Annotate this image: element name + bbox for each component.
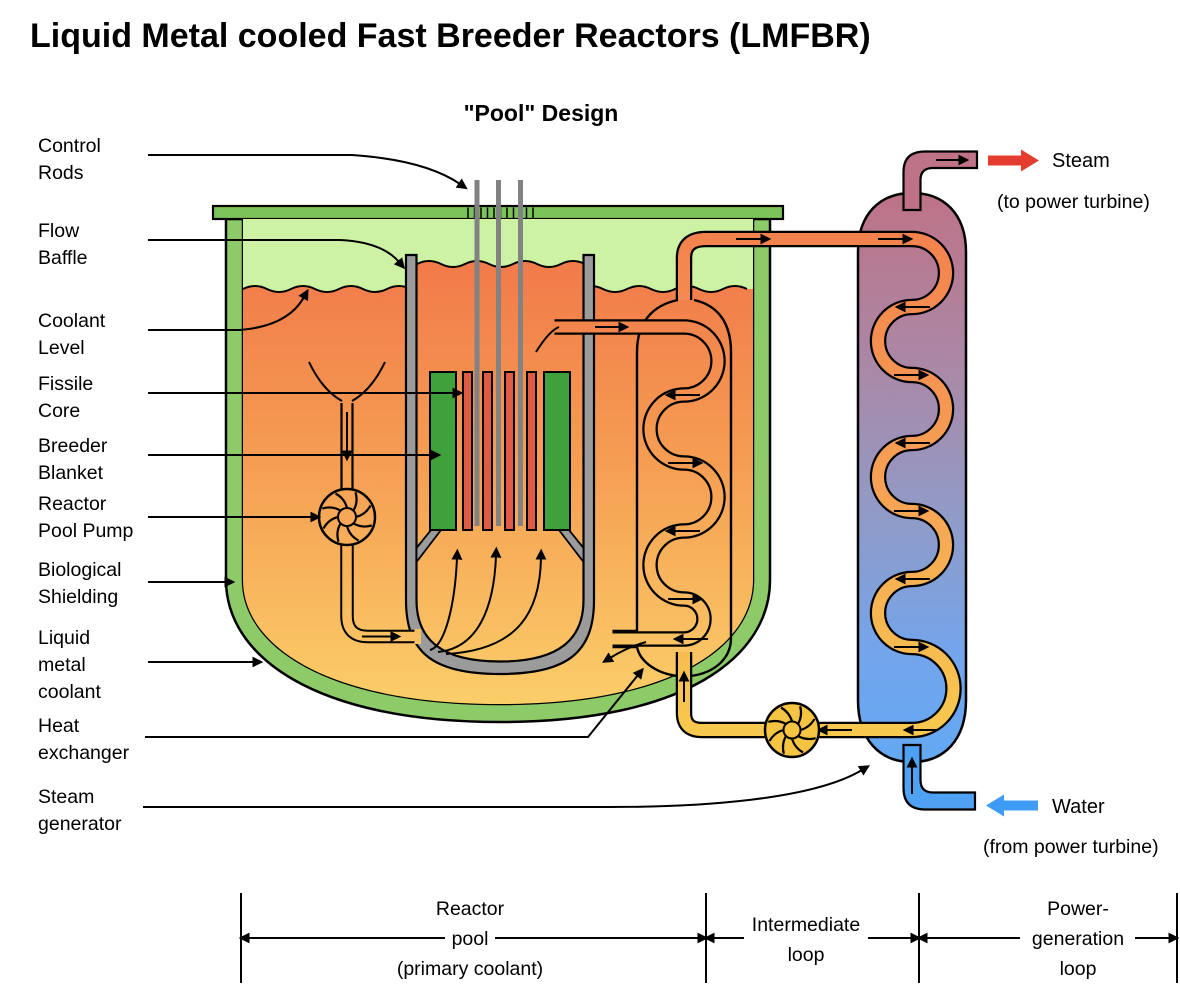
part-labels: Control Rods Flow Baffle Coolant Level F… — [38, 135, 134, 835]
fissile-core-bar — [504, 371, 515, 531]
hx-discharge-arrow — [602, 641, 647, 663]
design-subtitle: "Pool" Design — [464, 100, 619, 126]
pump-impeller-icon — [768, 706, 816, 754]
label-biological-shielding: Shielding — [38, 586, 118, 608]
label-liquid-metal-coolant: Liquid — [38, 627, 90, 649]
pump-impeller-icon — [321, 491, 373, 543]
label-steam-generator: generator — [38, 813, 122, 835]
suction-streamline-right — [351, 361, 386, 402]
intermediate-loop-flow-arrows — [678, 233, 938, 736]
label-biological-shielding: Biological — [38, 559, 121, 581]
label-flow-baffle: Flow — [38, 220, 80, 242]
label-breeder-blanket: Breeder — [38, 435, 108, 457]
pipe-open-end — [414, 629, 421, 644]
hx-inlet-streamline — [535, 326, 560, 353]
label-liquid-metal-coolant: coolant — [38, 681, 101, 703]
leader-lines — [143, 154, 871, 808]
dimension-lines — [238, 893, 1180, 983]
control-rod — [474, 180, 480, 526]
label-control-rods: Control — [38, 135, 101, 157]
label-steam-generator: Steam — [38, 786, 94, 808]
label-reactor-pool-pump: Reactor — [38, 493, 107, 515]
page-title: Liquid Metal cooled Fast Breeder Reactor… — [30, 17, 871, 55]
span-label-power-generation-loop: Power- — [1047, 898, 1109, 920]
label-flow-baffle: Baffle — [38, 247, 88, 269]
breeder-blanket-left — [429, 371, 457, 531]
water-note: (from power turbine) — [983, 836, 1159, 858]
intermediate-loop-pipe-bore — [678, 233, 960, 736]
span-label-power-generation-loop: loop — [1060, 958, 1097, 980]
span-label-reactor-pool: Reactor — [436, 898, 505, 920]
label-fissile-core: Core — [38, 400, 80, 422]
hx-coil-flow-arrows — [595, 321, 708, 645]
water-label: Water — [1052, 796, 1105, 818]
hx-outlet-open-end — [604, 630, 613, 648]
leader-steam-generator — [143, 765, 871, 808]
label-coolant-level: Coolant — [38, 310, 106, 332]
loop-span-annotations: Reactor pool (primary coolant) Intermedi… — [238, 893, 1180, 983]
leader-flow-baffle — [148, 239, 406, 270]
span-label-intermediate-loop: loop — [788, 944, 825, 966]
span-label-reactor-pool: pool — [452, 928, 489, 950]
intermediate-loop-pump — [763, 701, 821, 759]
control-rod — [496, 180, 501, 526]
pump-hub — [337, 507, 357, 527]
span-label-power-generation-loop: generation — [1032, 928, 1124, 950]
pump-hub — [782, 720, 802, 740]
label-fissile-core: Fissile — [38, 373, 93, 395]
label-control-rods: Rods — [38, 162, 84, 184]
control-rod — [518, 180, 523, 526]
core-upflow-arrows — [429, 546, 547, 655]
fissile-core-bar — [462, 371, 473, 531]
leader-control-rods — [148, 154, 468, 190]
steam-outlet-pipe — [902, 150, 979, 212]
breeder-blanket-right — [543, 371, 571, 531]
control-rods — [474, 180, 523, 526]
leader-coolant-level — [148, 288, 309, 331]
water-inlet-pipe — [902, 743, 977, 811]
label-coolant-level: Level — [38, 337, 85, 359]
steam-arrow-icon — [988, 149, 1039, 172]
leader-heat-exchanger — [145, 667, 644, 738]
label-liquid-metal-coolant: metal — [38, 654, 86, 676]
steam-label: Steam — [1052, 150, 1110, 172]
hx-inlet-open-end — [546, 318, 555, 336]
reactor-pool-pump — [308, 361, 421, 644]
span-label-intermediate-loop: Intermediate — [752, 914, 860, 936]
label-heat-exchanger: exchanger — [38, 742, 130, 764]
water-arrow-icon — [986, 794, 1038, 817]
label-reactor-pool-pump: Pool Pump — [38, 520, 134, 542]
label-heat-exchanger: Heat — [38, 715, 80, 737]
suction-streamline-left — [308, 361, 343, 402]
fissile-core-bar — [526, 371, 537, 531]
span-label-reactor-pool: (primary coolant) — [397, 958, 543, 980]
label-breeder-blanket: Blanket — [38, 462, 104, 484]
steam-note: (to power turbine) — [997, 191, 1150, 213]
fissile-core-bar — [482, 371, 493, 531]
